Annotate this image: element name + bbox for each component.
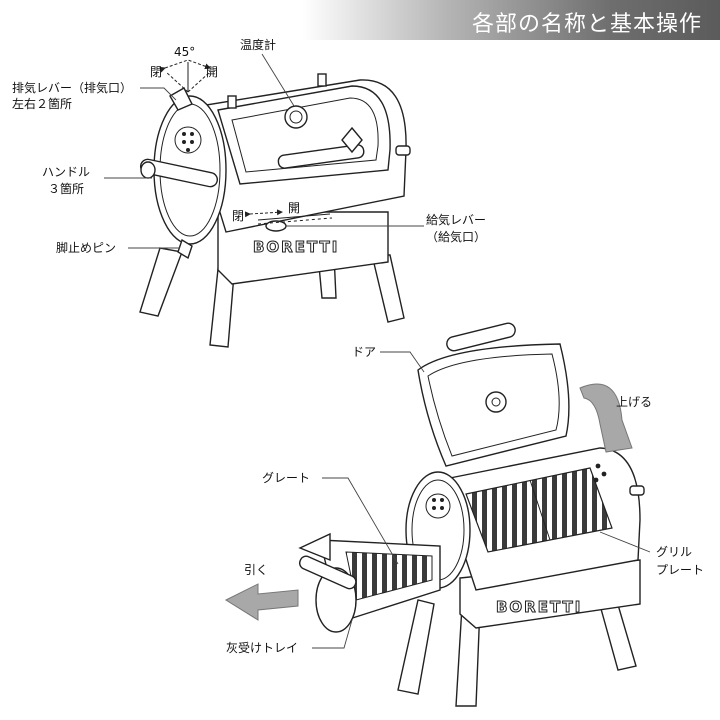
page-title: 各部の名称と基本操作 (471, 12, 702, 37)
intake-close-label: 閉 (232, 209, 244, 223)
pull-arrow-icon (224, 583, 299, 621)
lift-label: 上げる (616, 395, 652, 409)
open-exhaust-vent-icon (425, 493, 451, 519)
ash-tray-handle (298, 555, 357, 590)
hinge-left (227, 95, 237, 109)
handle-label: ハンドル (42, 165, 90, 179)
exhaust-close-label: 閉 (150, 65, 162, 79)
leg-pin-label: 脚止めピン (56, 240, 116, 255)
intake-lever-label: 給気レバー (426, 212, 486, 227)
thermometer-leader-line (261, 53, 295, 107)
pull-label: 引く (244, 563, 268, 577)
exhaust-lever (169, 87, 193, 111)
open-grill-illustration: BORETTI (298, 322, 645, 707)
grate-label: グレート (262, 471, 310, 485)
grate-leader-line (322, 477, 399, 565)
intake-open-label: 開 (288, 201, 300, 215)
handle-count: ３箇所 (48, 182, 84, 196)
side-handle-right (395, 145, 411, 156)
grill-plate-leader-line (599, 531, 651, 553)
brand-logo-bottom: BORETTI (496, 598, 582, 616)
grill-plate-label: グリル (656, 545, 692, 559)
back-right-leg (371, 254, 405, 323)
grill-base-frame (217, 211, 389, 285)
brand-logo-top: BORETTI (253, 238, 339, 256)
thermometer-icon (284, 105, 308, 129)
door-handle (446, 322, 516, 352)
intake-direction-arrow (244, 209, 283, 218)
side-handle-left (139, 158, 219, 188)
door-label: ドア (352, 345, 376, 359)
lid-handle (277, 144, 365, 169)
open-front-left-leg (397, 599, 435, 695)
angle-label: 45° (174, 45, 195, 59)
closed-grill-illustration: BORETTI (139, 73, 411, 348)
open-side-handle-right (629, 485, 645, 496)
hinge-right (317, 73, 327, 87)
exhaust-open-label: 開 (206, 65, 218, 79)
front-left-leg (139, 247, 183, 317)
ash-tray-tab (298, 532, 331, 562)
exhaust-vent-icon (174, 126, 202, 154)
grill-plate (465, 467, 613, 553)
thermometer-label: 温度計 (240, 37, 276, 52)
warning-tag (341, 126, 363, 154)
exhaust-lever-count: 左右２箇所 (12, 96, 72, 111)
ash-tray-leader-line (312, 619, 353, 649)
grill-plate-sublabel: プレート (656, 563, 704, 577)
header-bar: 各部の名称と基本操作 (0, 0, 720, 40)
door-thermometer (485, 391, 507, 413)
ash-tray-label: 灰受けトレイ (226, 641, 298, 655)
exhaust-leader-line (140, 87, 177, 101)
exhaust-lever-label: 排気レバー（排気口） (12, 80, 132, 95)
lift-arrow-icon (579, 383, 633, 453)
exhaust-angle-indicator (159, 59, 211, 93)
intake-lever-sublabel: （給気口） (426, 229, 486, 244)
door-leader-line (380, 351, 425, 373)
